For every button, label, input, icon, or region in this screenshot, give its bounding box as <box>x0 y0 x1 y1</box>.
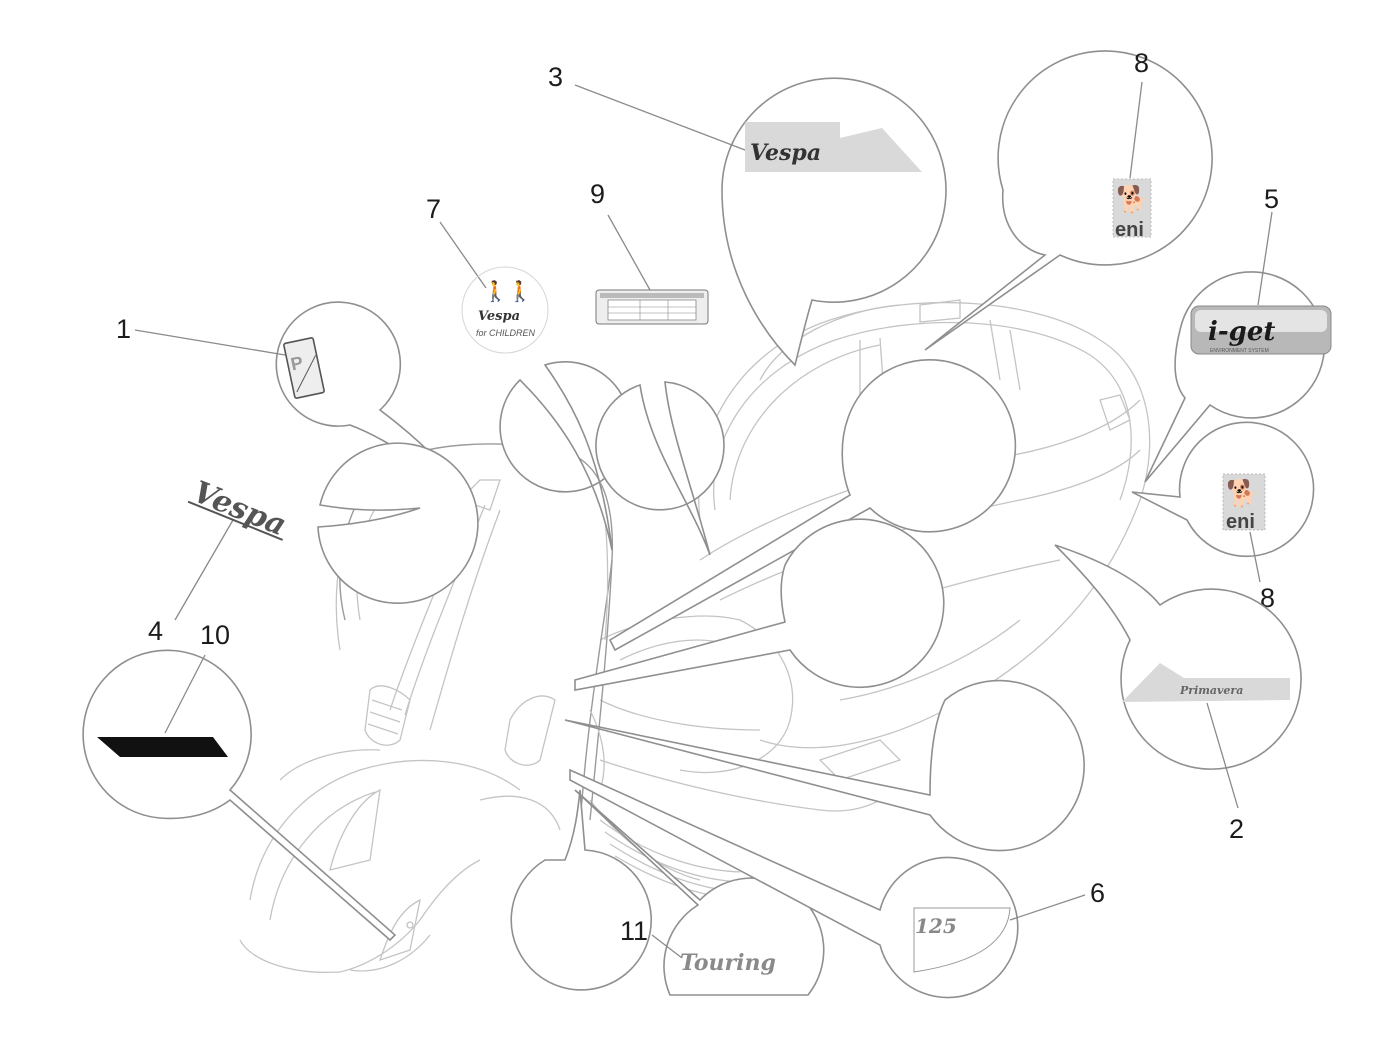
callout-number: 9 <box>590 179 605 209</box>
callout-bubble <box>721 77 947 367</box>
svg-text:for CHILDREN: for CHILDREN <box>476 328 536 338</box>
125-decal: 125 <box>913 907 1011 973</box>
callout-bubble <box>595 381 725 556</box>
iget-badge: i-get ENVIRONMENT SYSTEM <box>1190 305 1332 355</box>
callout-number: 4 <box>148 616 163 646</box>
empty-callout-upper <box>608 358 1017 652</box>
leader-line <box>1249 531 1261 583</box>
svg-text:ENVIRONMENT SYSTEM: ENVIRONMENT SYSTEM <box>1210 348 1269 354</box>
callout-bubble <box>924 50 1213 351</box>
svg-text:Vespa: Vespa <box>188 475 291 544</box>
callout-bubble <box>574 789 825 996</box>
callout-number: 5 <box>1264 184 1279 214</box>
callout-8-right[interactable]: 8 🐕 eni <box>1131 421 1315 613</box>
callout-10[interactable]: 9 <box>590 179 725 556</box>
callout-number: 10 <box>200 620 230 650</box>
callout-3[interactable]: 3 Vespa <box>548 62 947 367</box>
leader-line <box>607 214 651 291</box>
callout-5[interactable]: 5 i-get ENVIRONMENT SYSTEM <box>1144 184 1332 483</box>
callout-number: 3 <box>548 62 563 92</box>
leader-line <box>174 519 234 621</box>
leader-line <box>1257 211 1273 306</box>
svg-text:125: 125 <box>915 914 957 938</box>
eni-sticker: 🐕 eni <box>1112 178 1152 241</box>
abs-decal <box>97 737 228 757</box>
callout-bubble <box>317 442 479 604</box>
leader-line <box>164 654 206 734</box>
vespa-decal-badge: Vespa <box>745 122 922 172</box>
callout-number: 6 <box>1090 878 1105 908</box>
callout-number: 7 <box>426 194 441 224</box>
leader-line <box>1206 702 1239 809</box>
callout-7[interactable]: 7 🚶🚶 Vespa for CHILDREN <box>426 194 631 551</box>
callout-bubble <box>1054 544 1302 770</box>
callout-bubble <box>569 768 1019 999</box>
svg-text:eni: eni <box>1226 511 1255 533</box>
callout-number: 2 <box>1229 814 1244 844</box>
callout-bubble <box>499 361 631 551</box>
callout-6[interactable]: 6 125 <box>569 768 1105 999</box>
piaggio-plate-badge: P <box>283 337 325 399</box>
empty-callout-middle <box>574 518 945 691</box>
primavera-decal: Primavera <box>1122 663 1290 702</box>
touring-badge: Touring <box>680 950 776 976</box>
children-figures-icon: 🚶🚶 <box>483 279 533 303</box>
svg-text:eni: eni <box>1115 219 1144 241</box>
callout-9[interactable]: 10 <box>82 620 397 942</box>
vespa-for-children-sticker: 🚶🚶 Vespa for CHILDREN <box>461 266 549 354</box>
svg-text:Touring: Touring <box>680 950 776 976</box>
leader-line <box>1129 81 1143 179</box>
empty-callout-lower-right <box>564 679 1085 852</box>
callout-number: 1 <box>116 314 131 344</box>
svg-text:Vespa: Vespa <box>750 140 821 166</box>
leader-line <box>134 329 286 356</box>
svg-text:Primavera: Primavera <box>1179 684 1243 697</box>
leader-line <box>651 934 683 959</box>
eni-dog-icon: 🐕 <box>1116 184 1148 214</box>
empty-callout-bottom <box>510 789 652 991</box>
callout-11[interactable]: 11 Touring <box>574 789 825 996</box>
callout-number: 11 <box>620 916 648 946</box>
callout-8-top[interactable]: 8 🐕 eni <box>924 48 1213 351</box>
leader-line <box>1009 894 1086 921</box>
eni-dog-icon: 🐕 <box>1226 478 1258 508</box>
callout-2[interactable]: 2 Primavera <box>1054 544 1302 844</box>
callout-number: 8 <box>1134 48 1149 78</box>
vespa-script-emblem: Vespa <box>187 475 291 544</box>
callout-bubble <box>82 649 397 942</box>
eni-sticker: 🐕 eni <box>1222 473 1266 533</box>
callout-4[interactable]: 4 Vespa <box>148 442 479 646</box>
svg-text:P: P <box>289 352 305 374</box>
svg-text:Vespa: Vespa <box>478 309 520 324</box>
svg-text:i-get: i-get <box>1208 317 1275 347</box>
leader-line <box>574 84 746 151</box>
leader-line <box>439 221 487 289</box>
tyre-pressure-label <box>595 289 709 325</box>
